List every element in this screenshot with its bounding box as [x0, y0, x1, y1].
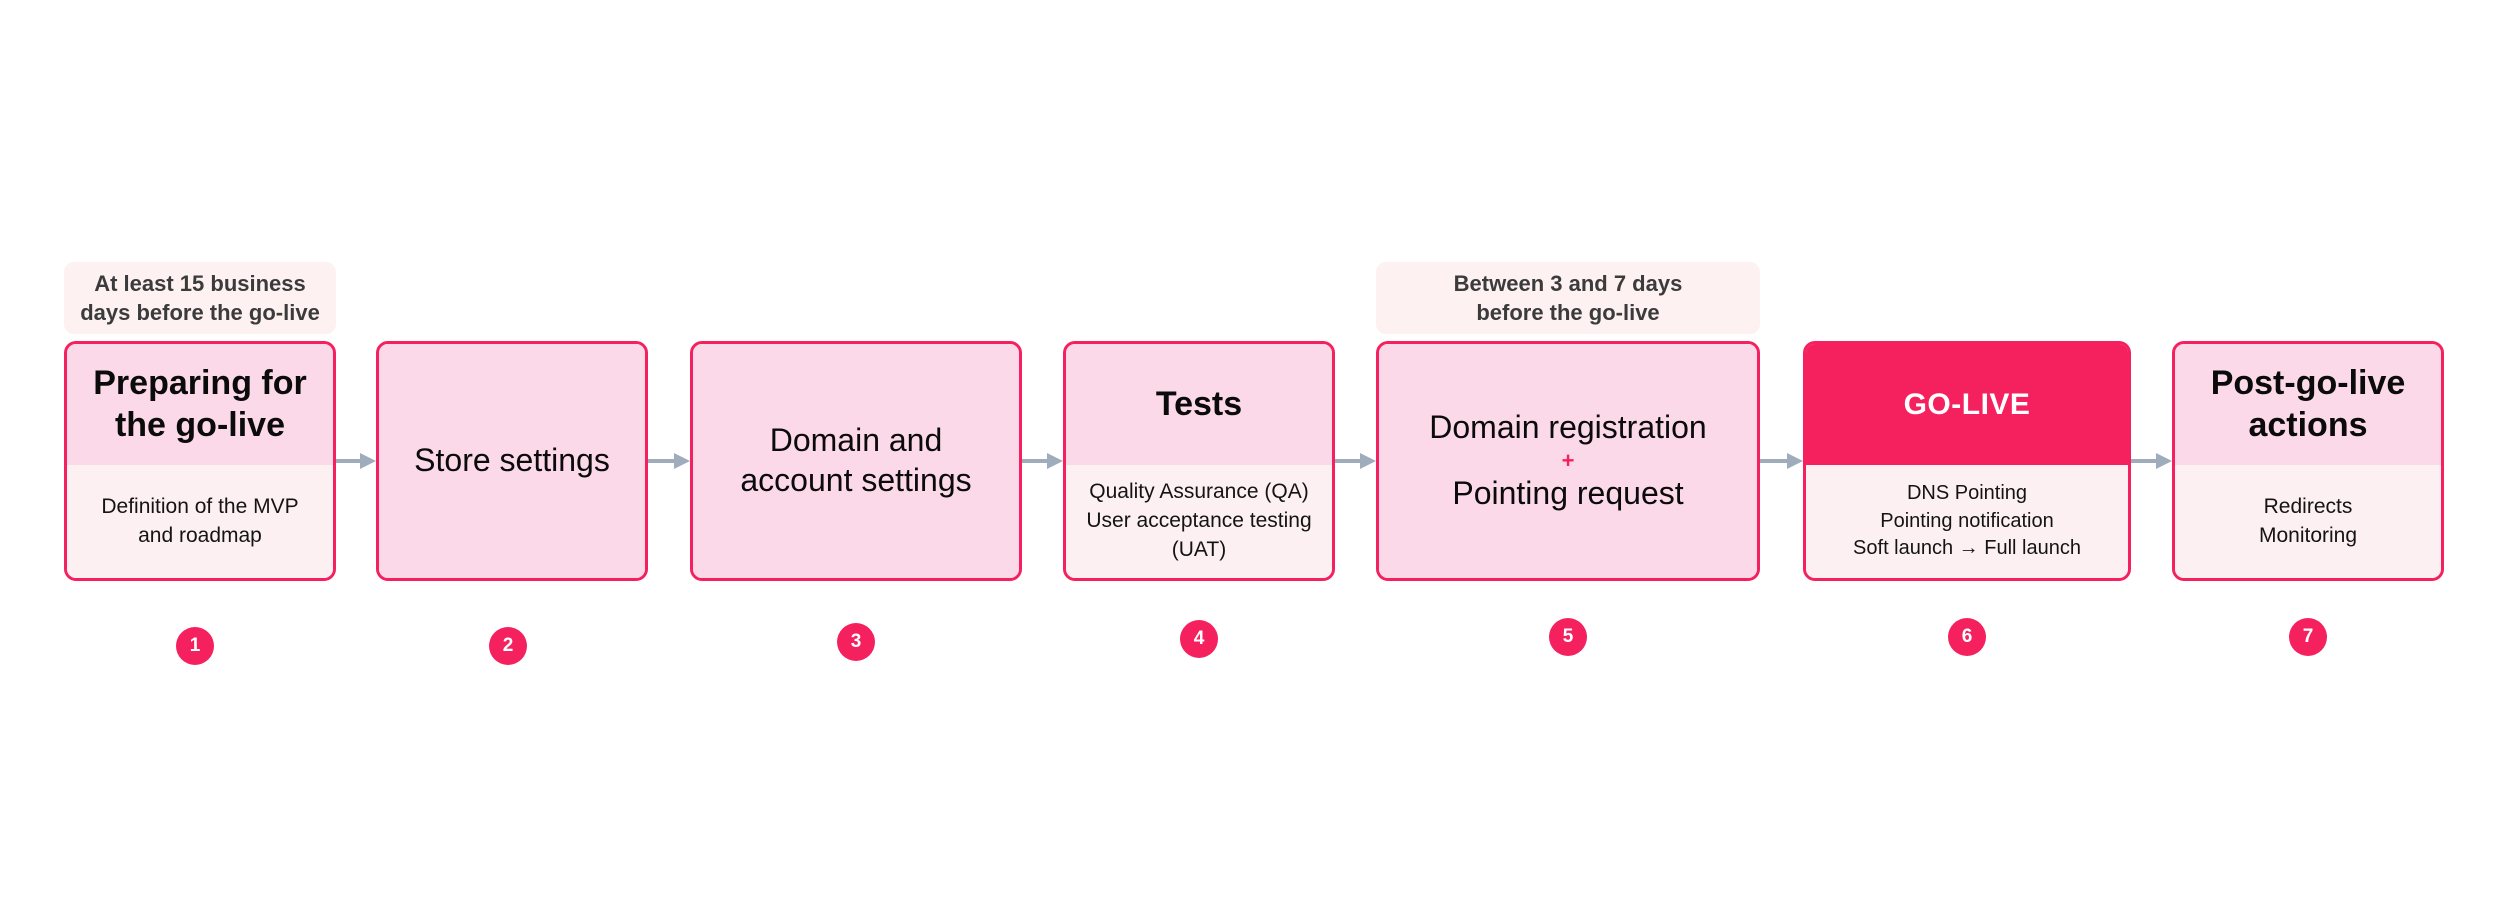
step-3-title: Domain and account settings: [693, 344, 1019, 578]
step-box-3[interactable]: Domain and account settings: [690, 341, 1022, 581]
step-badge-2[interactable]: 2: [489, 627, 527, 665]
step-box-1[interactable]: Preparing for the go-live Definition of …: [64, 341, 336, 581]
step-2-title: Store settings: [379, 344, 645, 578]
step-badge-4[interactable]: 4: [1180, 620, 1218, 658]
step-5-title: Domain registration + Pointing request: [1379, 344, 1757, 578]
step-badge-1[interactable]: 1: [176, 627, 214, 665]
step-box-7[interactable]: Post-go-live actions Redirects Monitorin…: [2172, 341, 2444, 581]
step-4-body: Quality Assurance (QA) User acceptance t…: [1066, 465, 1332, 578]
step-box-4[interactable]: Tests Quality Assurance (QA) User accept…: [1063, 341, 1335, 581]
step-7-title: Post-go-live actions: [2175, 344, 2441, 465]
step-box-6[interactable]: GO-LIVE DNS Pointing Pointing notificati…: [1803, 341, 2131, 581]
plus-icon: +: [1561, 447, 1575, 473]
arrow-3-to-4-icon: [1022, 453, 1063, 469]
step-box-2[interactable]: Store settings: [376, 341, 648, 581]
step-4-title: Tests: [1066, 344, 1332, 465]
arrow-4-to-5-icon: [1335, 453, 1376, 469]
step-badge-6[interactable]: 6: [1948, 618, 1986, 656]
callout-step-5: Between 3 and 7 days before the go-live: [1376, 262, 1760, 334]
arrow-6-to-7-icon: [2131, 453, 2172, 469]
step-7-body: Redirects Monitoring: [2175, 465, 2441, 578]
callout-step-1: At least 15 business days before the go-…: [64, 262, 336, 334]
step-5-title-line-1: Domain registration: [1429, 409, 1707, 446]
arrow-5-to-6-icon: [1760, 453, 1803, 469]
step-badge-5[interactable]: 5: [1549, 618, 1587, 656]
step-box-5[interactable]: Domain registration + Pointing request: [1376, 341, 1760, 581]
step-6-body: DNS Pointing Pointing notification Soft …: [1806, 465, 2128, 578]
step-badge-7[interactable]: 7: [2289, 618, 2327, 656]
step-1-title: Preparing for the go-live: [67, 344, 333, 465]
step-badge-3[interactable]: 3: [837, 623, 875, 661]
step-5-title-line-2: Pointing request: [1452, 475, 1684, 512]
arrow-2-to-3-icon: [648, 453, 690, 469]
step-6-title: GO-LIVE: [1806, 344, 2128, 465]
step-1-body: Definition of the MVP and roadmap: [67, 465, 333, 578]
arrow-1-to-2-icon: [336, 453, 376, 469]
